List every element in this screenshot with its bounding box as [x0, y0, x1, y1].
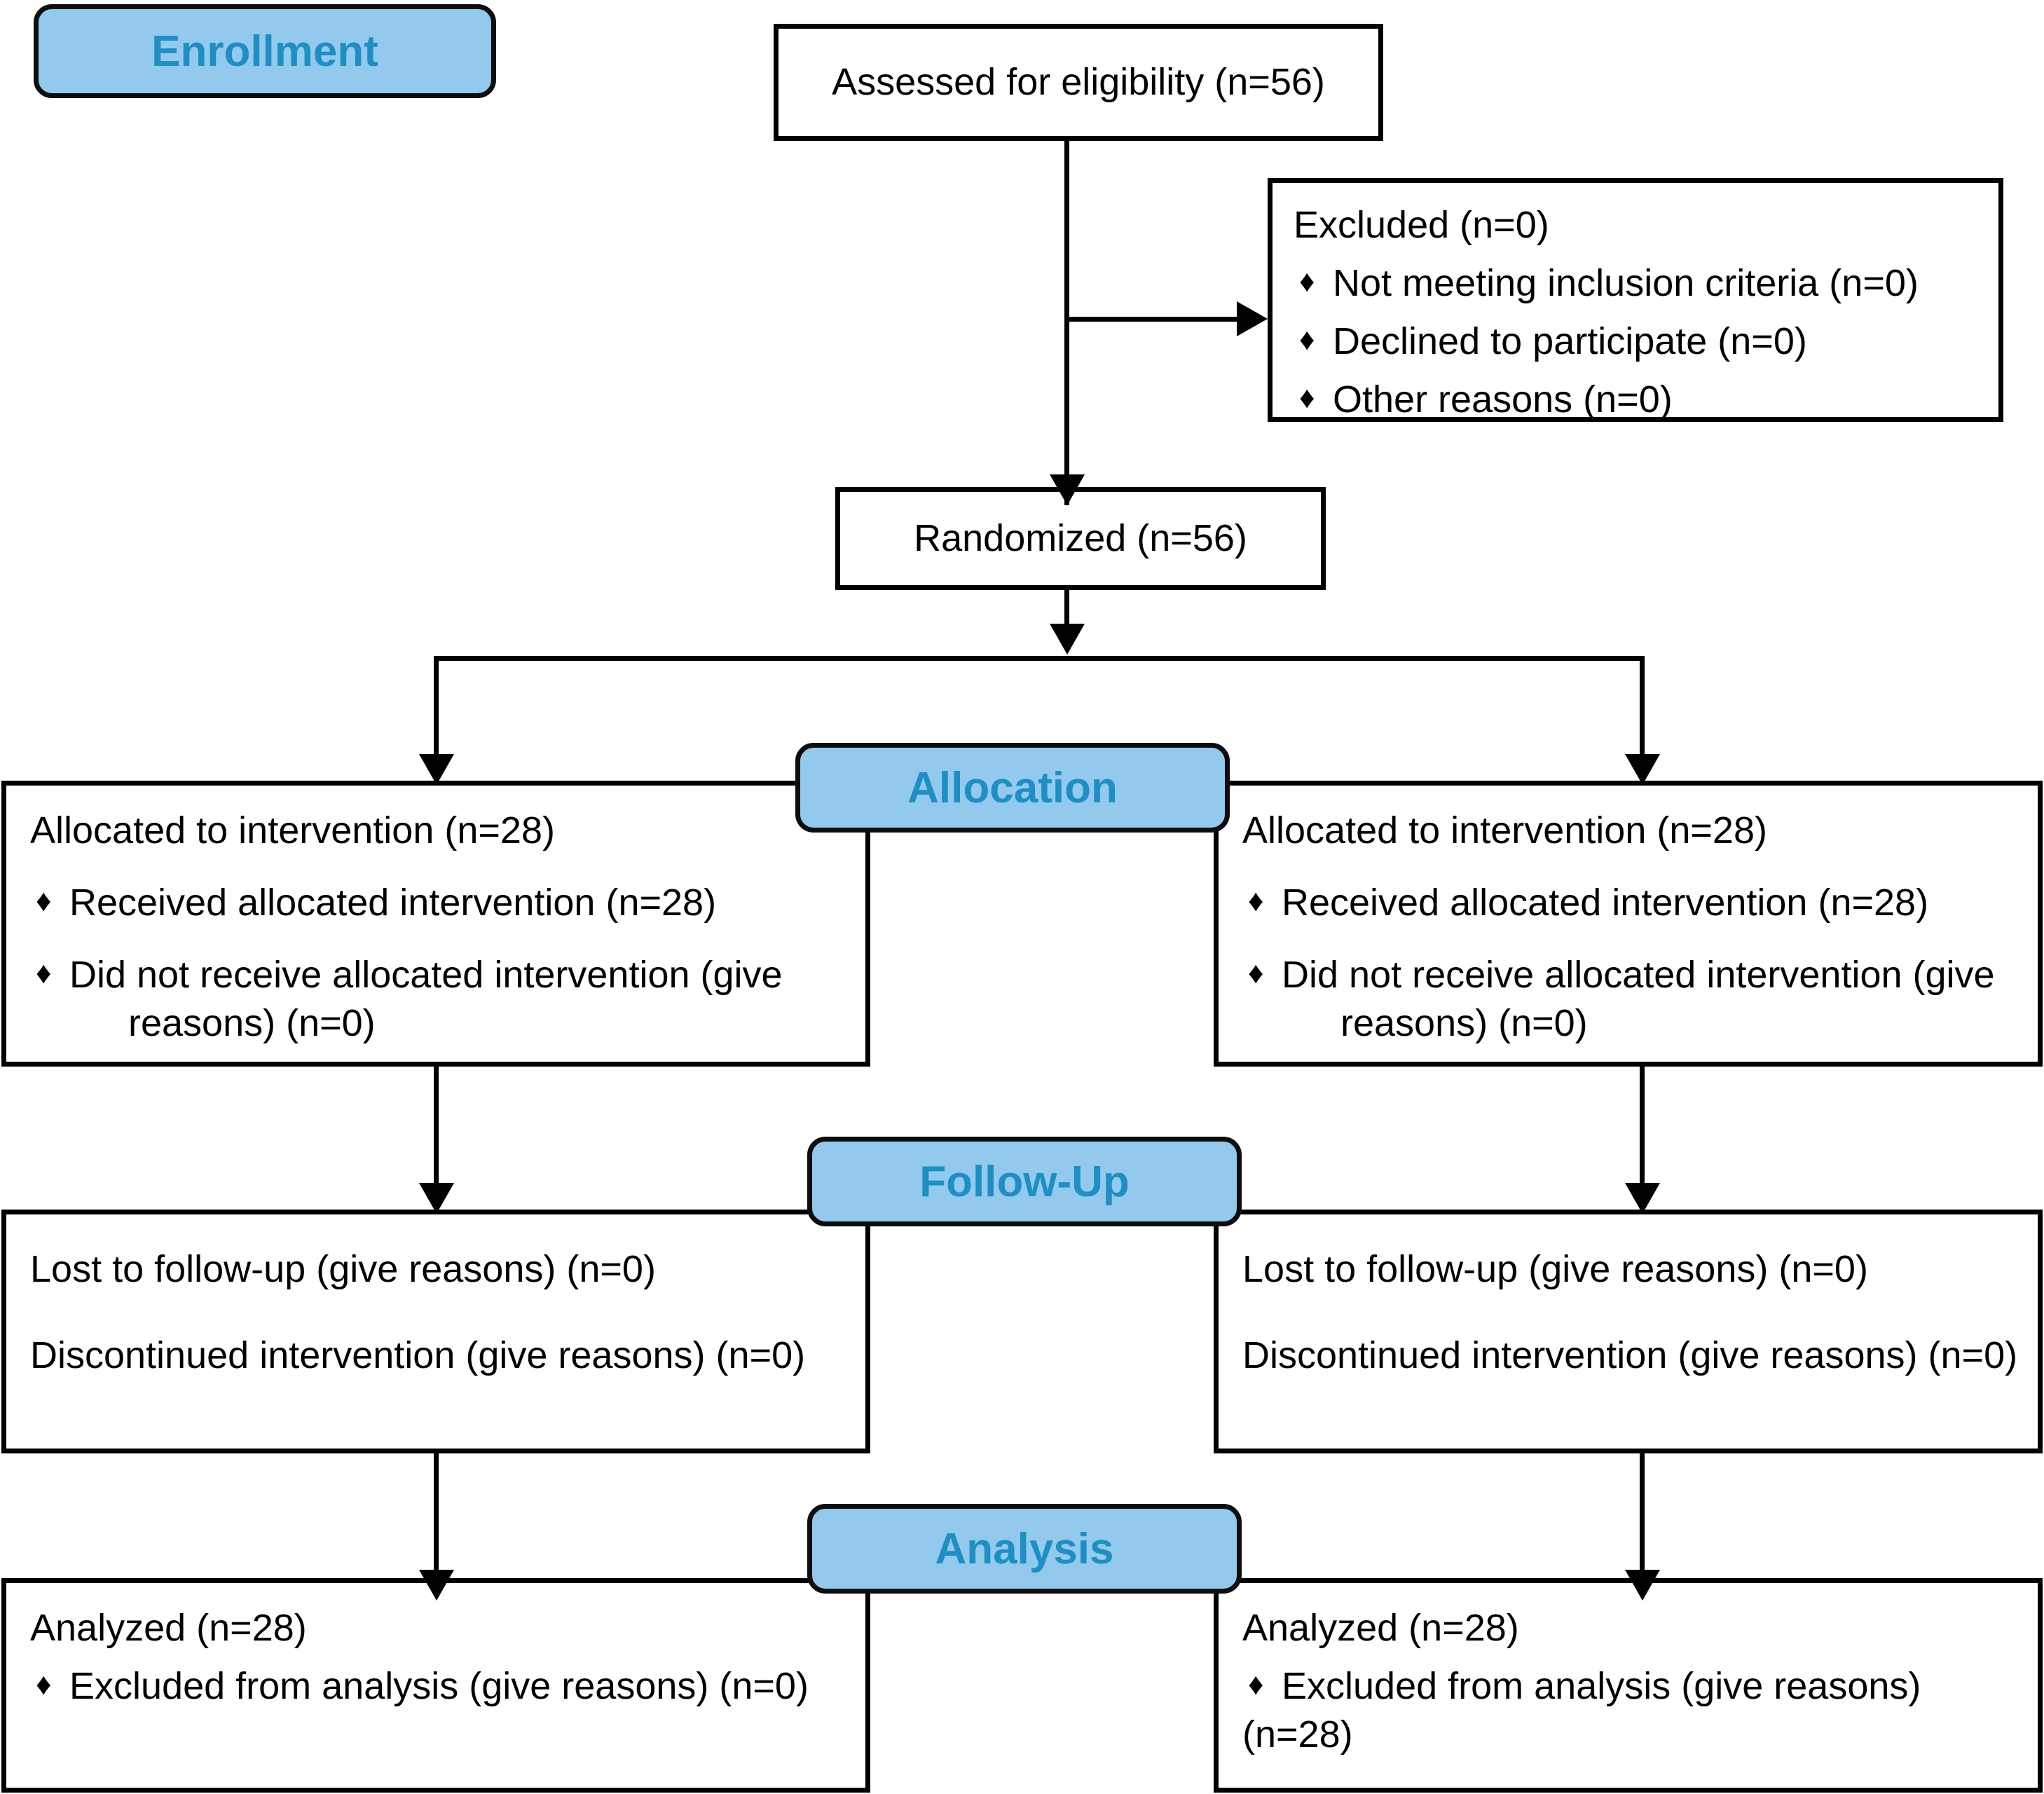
- connector-assessed-to-randomized: [1064, 141, 1069, 505]
- connector-split-bar: [434, 656, 1645, 661]
- box-assessed-for-eligibility: Assessed for eligibility (n=56): [774, 24, 1383, 141]
- diamond-bullet-icon: ♦: [1299, 381, 1315, 416]
- box-analysis-right: Analyzed (n=28) ♦ Excluded from analysis…: [1214, 1578, 2043, 1793]
- stage-label-analysis-text: Analysis: [935, 1524, 1114, 1573]
- excluded-reason-0: Not meeting inclusion criteria (n=0): [1333, 262, 1919, 305]
- connector-followup-right-to-analysis: [1640, 1453, 1645, 1587]
- analysis-left-heading: Analyzed (n=28): [30, 1607, 307, 1649]
- excluded-heading: Excluded (n=0): [1294, 204, 1549, 246]
- list-item: ♦ Excluded from analysis (give reasons) …: [30, 1662, 842, 1711]
- randomized-text: Randomized (n=56): [914, 516, 1247, 559]
- list-item: ♦ Did not receive allocated intervention…: [30, 951, 842, 1048]
- connector-allocation-right-to-followup: [1640, 1067, 1645, 1200]
- allocation-right-item-1: Did not receive allocated intervention (…: [1282, 954, 1995, 997]
- diamond-bullet-icon: ♦: [36, 1667, 52, 1702]
- diamond-bullet-icon: ♦: [1248, 1667, 1264, 1702]
- arrowhead-into-allocation-left: [419, 754, 454, 785]
- allocation-left-item-1: Did not receive allocated intervention (…: [69, 954, 783, 997]
- allocation-left-list: ♦ Received allocated intervention (n=28)…: [30, 879, 842, 1048]
- stage-label-followup-text: Follow-Up: [919, 1157, 1130, 1206]
- arrowhead-into-allocation-right: [1625, 754, 1660, 785]
- arrowhead-into-randomized: [1050, 474, 1085, 505]
- arrowhead-into-followup-left: [419, 1183, 454, 1214]
- box-excluded: Excluded (n=0) ♦ Not meeting inclusion c…: [1268, 178, 2003, 422]
- arrowhead-into-split: [1050, 624, 1085, 655]
- analysis-left-list: ♦ Excluded from analysis (give reasons) …: [30, 1662, 842, 1711]
- allocation-right-item-1-cont: reasons) (n=0): [1340, 1002, 1588, 1045]
- list-item: ♦ Excluded from analysis (give reasons) …: [1242, 1662, 2014, 1759]
- box-followup-right: Lost to follow-up (give reasons) (n=0) D…: [1214, 1210, 2043, 1453]
- excluded-reason-2: Other reasons (n=0): [1333, 378, 1673, 421]
- stage-label-enrollment: Enrollment: [34, 4, 496, 98]
- box-followup-left: Lost to follow-up (give reasons) (n=0) D…: [1, 1210, 870, 1453]
- connector-allocation-left-to-followup: [434, 1067, 439, 1200]
- allocation-left-item-1-cont: reasons) (n=0): [128, 1002, 376, 1045]
- list-item: ♦ Not meeting inclusion criteria (n=0): [1294, 259, 1977, 308]
- connector-split-right-drop: [1640, 656, 1645, 782]
- diamond-bullet-icon: ♦: [1248, 884, 1264, 919]
- excluded-reason-1: Declined to participate (n=0): [1333, 320, 1807, 363]
- allocation-left-heading: Allocated to intervention (n=28): [30, 809, 555, 851]
- list-item: ♦ Received allocated intervention (n=28): [1242, 879, 2014, 927]
- connector-split-left-drop: [434, 656, 439, 782]
- stage-label-followup: Follow-Up: [807, 1137, 1242, 1226]
- diamond-bullet-icon: ♦: [1248, 956, 1264, 991]
- allocation-right-heading: Allocated to intervention (n=28): [1242, 809, 1767, 851]
- stage-label-allocation-text: Allocation: [907, 763, 1118, 812]
- list-item: ♦ Other reasons (n=0): [1294, 376, 1977, 424]
- diamond-bullet-icon: ♦: [36, 884, 52, 919]
- stage-label-analysis: Analysis: [807, 1504, 1242, 1594]
- allocation-right-item-0: Received allocated intervention (n=28): [1282, 882, 1929, 924]
- stage-label-enrollment-text: Enrollment: [151, 27, 378, 76]
- box-allocation-right: Allocated to intervention (n=28) ♦ Recei…: [1214, 781, 2043, 1067]
- box-allocation-left: Allocated to intervention (n=28) ♦ Recei…: [1, 781, 870, 1067]
- assessed-text: Assessed for eligibility (n=56): [832, 60, 1325, 103]
- connector-randomized-down: [1064, 590, 1069, 632]
- list-item: ♦ Did not receive allocated intervention…: [1242, 951, 2014, 1048]
- connector-to-excluded: [1064, 317, 1240, 322]
- analysis-right-item-0: Excluded from analysis (give reasons): [1282, 1665, 1921, 1708]
- diamond-bullet-icon: ♦: [1299, 322, 1315, 357]
- followup-right-discontinued: Discontinued intervention (give reasons)…: [1242, 1334, 2018, 1377]
- arrowhead-into-followup-right: [1625, 1183, 1660, 1214]
- box-analysis-left: Analyzed (n=28) ♦ Excluded from analysis…: [1, 1578, 870, 1793]
- stage-label-allocation: Allocation: [795, 743, 1230, 833]
- arrowhead-into-excluded: [1237, 301, 1268, 336]
- diamond-bullet-icon: ♦: [1299, 264, 1315, 299]
- connector-followup-left-to-analysis: [434, 1453, 439, 1587]
- diamond-bullet-icon: ♦: [36, 956, 52, 991]
- analysis-right-list: ♦ Excluded from analysis (give reasons) …: [1242, 1662, 2014, 1759]
- analysis-right-heading: Analyzed (n=28): [1242, 1607, 1519, 1649]
- followup-left-discontinued: Discontinued intervention (give reasons)…: [30, 1334, 806, 1377]
- arrowhead-into-analysis-left: [419, 1570, 454, 1601]
- followup-left-lost: Lost to follow-up (give reasons) (n=0): [30, 1248, 656, 1290]
- allocation-right-list: ♦ Received allocated intervention (n=28)…: [1242, 879, 2014, 1048]
- analysis-left-item-0: Excluded from analysis (give reasons) (n…: [69, 1665, 809, 1708]
- list-item: ♦ Received allocated intervention (n=28): [30, 879, 842, 927]
- allocation-left-item-0: Received allocated intervention (n=28): [69, 882, 717, 924]
- analysis-right-item-0-cont: (n=28): [1242, 1713, 1353, 1756]
- excluded-reason-list: ♦ Not meeting inclusion criteria (n=0) ♦…: [1294, 259, 1977, 424]
- list-item: ♦ Declined to participate (n=0): [1294, 317, 1977, 366]
- arrowhead-into-analysis-right: [1625, 1570, 1660, 1601]
- followup-right-lost: Lost to follow-up (give reasons) (n=0): [1242, 1248, 1868, 1290]
